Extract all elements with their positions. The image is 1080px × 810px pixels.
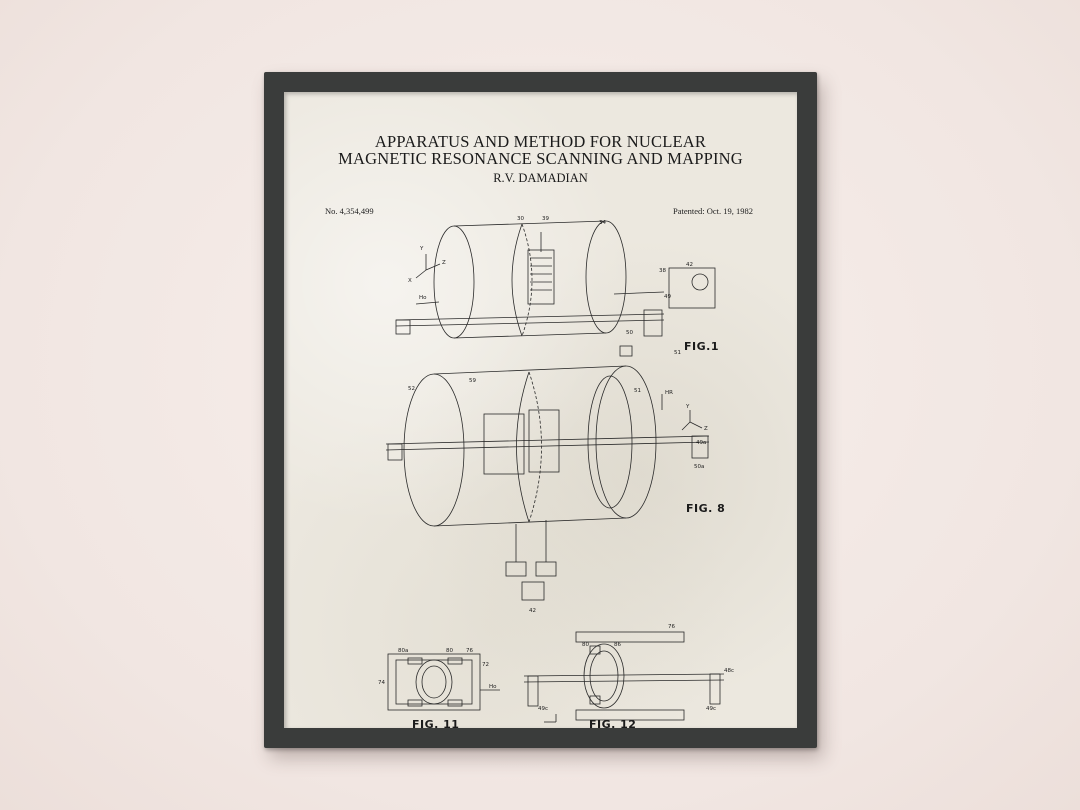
- svg-text:51: 51: [674, 350, 681, 356]
- svg-text:50: 50: [626, 330, 633, 336]
- patent-print: APPARATUS AND METHOD FOR NUCLEAR MAGNETI…: [284, 92, 797, 728]
- patent-drawing: Y Z X Ho 39 30 34 38 42 49 50 51 FIG.1: [378, 216, 734, 728]
- fig1-label: FIG.1: [684, 340, 719, 353]
- svg-text:Ho: Ho: [419, 295, 427, 301]
- svg-text:Y: Y: [419, 246, 424, 252]
- svg-text:80: 80: [446, 648, 453, 654]
- svg-text:74: 74: [378, 680, 385, 686]
- svg-text:Z: Z: [704, 426, 708, 432]
- picture-frame: APPARATUS AND METHOD FOR NUCLEAR MAGNETI…: [264, 72, 817, 748]
- fig12-drawing: 76 80 86 48c 49c 49c: [523, 624, 734, 723]
- svg-text:80: 80: [582, 642, 589, 648]
- patent-date: Patented: Oct. 19, 1982: [672, 206, 753, 216]
- fig8-drawing: HR Z Y 52 59 51 50a 49a 42 FIG. 8: [385, 365, 725, 614]
- svg-text:49: 49: [664, 294, 671, 300]
- svg-text:50a: 50a: [694, 464, 704, 470]
- svg-text:49c: 49c: [538, 706, 548, 712]
- svg-text:30: 30: [517, 216, 524, 222]
- fig11-label: FIG. 11: [412, 718, 459, 728]
- svg-text:86: 86: [614, 642, 621, 648]
- svg-text:Z: Z: [442, 260, 446, 266]
- fig1-drawing: Y Z X Ho 39 30 34 38 42 49 50 51 FIG.1: [395, 216, 719, 357]
- svg-text:HR: HR: [665, 390, 673, 396]
- svg-text:72: 72: [482, 662, 489, 668]
- svg-text:34: 34: [599, 220, 606, 226]
- svg-text:80a: 80a: [398, 648, 408, 654]
- svg-text:Y: Y: [685, 404, 690, 410]
- fig12-label: FIG. 12: [589, 718, 636, 728]
- svg-text:59: 59: [469, 378, 476, 384]
- svg-text:X: X: [408, 278, 412, 284]
- svg-text:51: 51: [634, 388, 641, 394]
- svg-text:39: 39: [542, 216, 549, 222]
- svg-text:76: 76: [668, 624, 675, 630]
- fig8-label: FIG. 8: [686, 502, 725, 515]
- svg-text:42: 42: [686, 262, 693, 268]
- fig11-drawing: 80a 80 76 74 72 Ho: [378, 648, 500, 711]
- svg-text:Ho: Ho: [489, 684, 497, 690]
- svg-text:49a: 49a: [696, 440, 706, 446]
- svg-text:38: 38: [659, 268, 666, 274]
- poster-title-line-1: APPARATUS AND METHOD FOR NUCLEAR: [374, 132, 707, 151]
- poster-title-line-2: MAGNETIC RESONANCE SCANNING AND MAPPING: [338, 149, 743, 168]
- svg-text:76: 76: [466, 648, 473, 654]
- patent-number: No. 4,354,499: [325, 206, 374, 216]
- svg-text:42: 42: [529, 608, 536, 614]
- inventor-name: R.V. DAMADIAN: [493, 171, 588, 185]
- svg-text:48c: 48c: [724, 668, 734, 674]
- svg-text:52: 52: [408, 386, 415, 392]
- svg-text:49c: 49c: [706, 706, 716, 712]
